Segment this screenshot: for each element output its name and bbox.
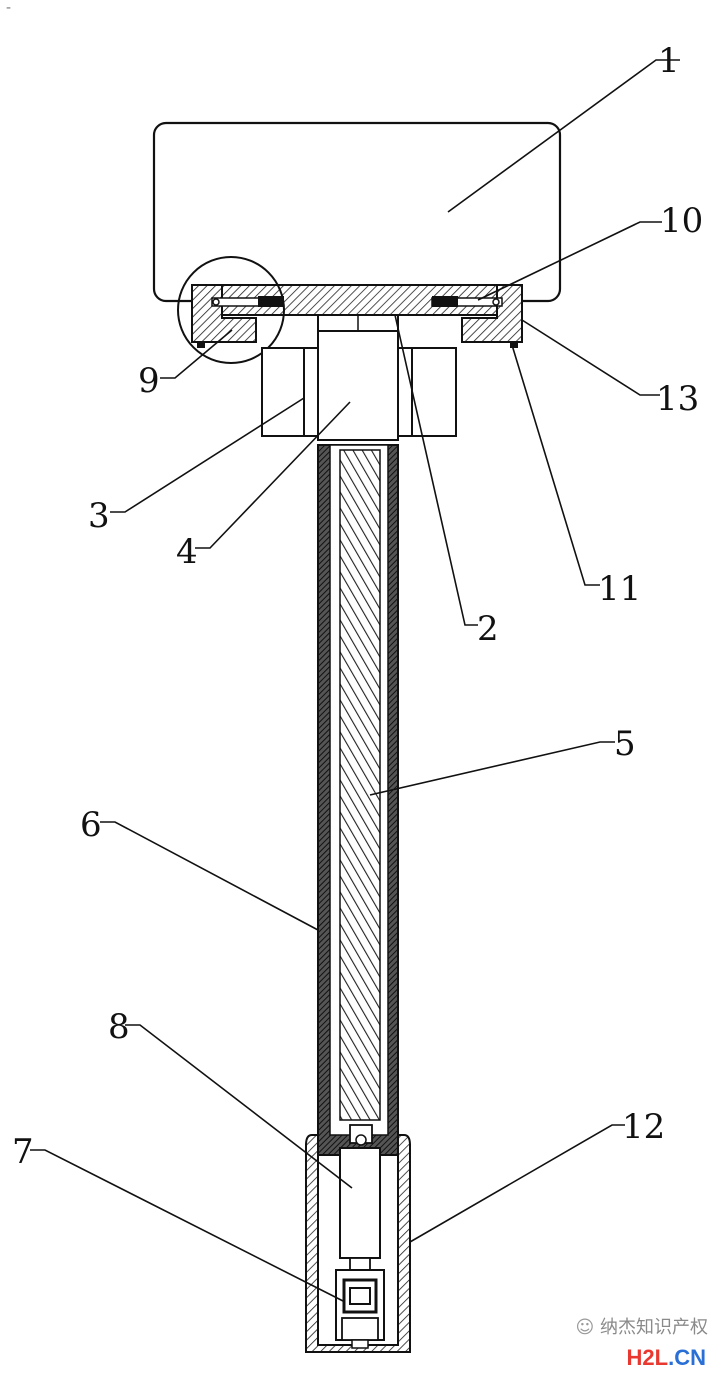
pin-left <box>212 298 220 306</box>
foot-right <box>510 342 518 348</box>
magnet-right <box>432 296 458 307</box>
leader-5 <box>369 741 615 796</box>
slider-neck <box>349 1257 371 1271</box>
watermark-site-cn: .CN <box>668 1345 706 1370</box>
leader-3 <box>110 397 305 513</box>
corner-mark: - <box>6 0 12 16</box>
callout-3: 3 <box>88 496 110 536</box>
leader-10 <box>477 221 662 301</box>
lower-sleeve <box>305 1134 411 1353</box>
leader-13 <box>521 319 660 396</box>
leader-9 <box>160 329 233 379</box>
bearing-left-inner <box>303 347 319 437</box>
left-clamp <box>191 284 257 343</box>
watermark-text: 纳杰知识产权 <box>600 1317 708 1338</box>
callout-9: 9 <box>138 361 160 401</box>
leader-11 <box>511 344 600 586</box>
callout-7: 7 <box>12 1132 34 1172</box>
lead-screw <box>339 449 381 1121</box>
housing-box <box>152 121 562 303</box>
callout-4: 4 <box>176 532 198 572</box>
tool-base <box>341 1317 379 1341</box>
leader-1 <box>447 59 680 213</box>
callout-13: 13 <box>656 379 699 419</box>
pin-right <box>492 298 500 306</box>
callout-8: 8 <box>108 1007 130 1047</box>
watermark-site-h2l: H2L <box>626 1345 669 1370</box>
leader-4 <box>195 401 351 549</box>
leader-12 <box>409 1124 625 1243</box>
callout-1: 1 <box>658 41 680 81</box>
slider-body <box>339 1147 381 1259</box>
tool-core-inner <box>349 1287 371 1305</box>
bearing-left <box>261 347 305 437</box>
callout-11: 11 <box>598 569 641 609</box>
wechat-icon: ☺ <box>575 1317 595 1338</box>
tool-tip <box>351 1339 369 1349</box>
callout-2: 2 <box>477 609 499 649</box>
callout-6: 6 <box>80 805 102 845</box>
detail-circle <box>177 256 285 364</box>
bearing-right <box>409 347 457 437</box>
foot-left <box>197 342 205 348</box>
watermark: ☺ 纳杰知识产权 <box>576 1313 709 1339</box>
leader-lines <box>30 59 680 1303</box>
callout-12: 12 <box>622 1107 665 1147</box>
callout-5: 5 <box>614 724 636 764</box>
nut-pin <box>355 1134 367 1146</box>
leader-8 <box>125 1024 353 1189</box>
leader-6 <box>100 821 319 931</box>
leader-7 <box>30 1149 346 1303</box>
magnet-left <box>258 296 284 307</box>
callout-10: 10 <box>660 201 703 241</box>
leader-2 <box>394 314 478 626</box>
right-clamp <box>461 284 523 343</box>
watermark-site: H2L.CN <box>627 1345 706 1371</box>
